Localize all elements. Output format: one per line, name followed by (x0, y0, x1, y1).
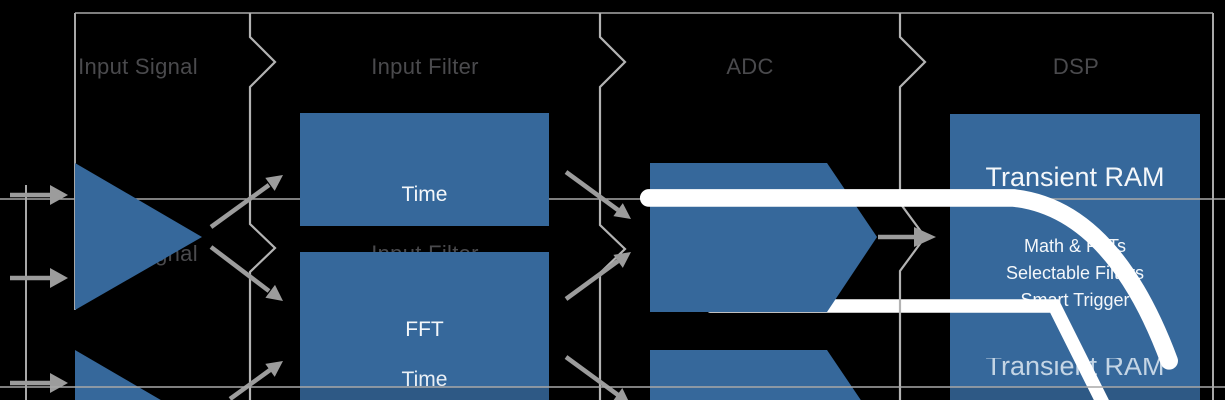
section-label-adc: ADC (726, 54, 774, 79)
time-filter-block: Time (300, 113, 1178, 370)
section-label-input-signal: Input Signal (78, 54, 198, 79)
time-filter-label: Time (401, 183, 448, 206)
ghost-transient-ram-title: Transient RAM (985, 358, 1165, 381)
dsp-transient-ram-block: Transient RAM Math & FFTs Selectable Fil… (950, 114, 1200, 400)
dsp-feature-selectable-filters: Selectable Filters (1005, 263, 1145, 283)
dsp-feature-list: Math & FFTs Selectable Filters Smart Tri… (950, 233, 1200, 314)
ghost-time-filter-label: Time (401, 368, 448, 391)
dsp-tile-seam-shade (950, 387, 1200, 400)
fft-tile-seam-shade (300, 387, 549, 400)
fft-filter-label: FFT (405, 318, 444, 341)
dsp-feature-smart-trigger: Smart Trigger (1020, 290, 1130, 310)
dsp-feature-math-ffts: Math & FFTs (1023, 236, 1126, 256)
section-label-dsp: DSP (1052, 54, 1100, 79)
section-label-input-filter: Input Filter (371, 54, 479, 79)
transient-ram-title: Transient RAM (985, 162, 1165, 192)
fft-filter-block: FFT Time (300, 252, 1109, 400)
